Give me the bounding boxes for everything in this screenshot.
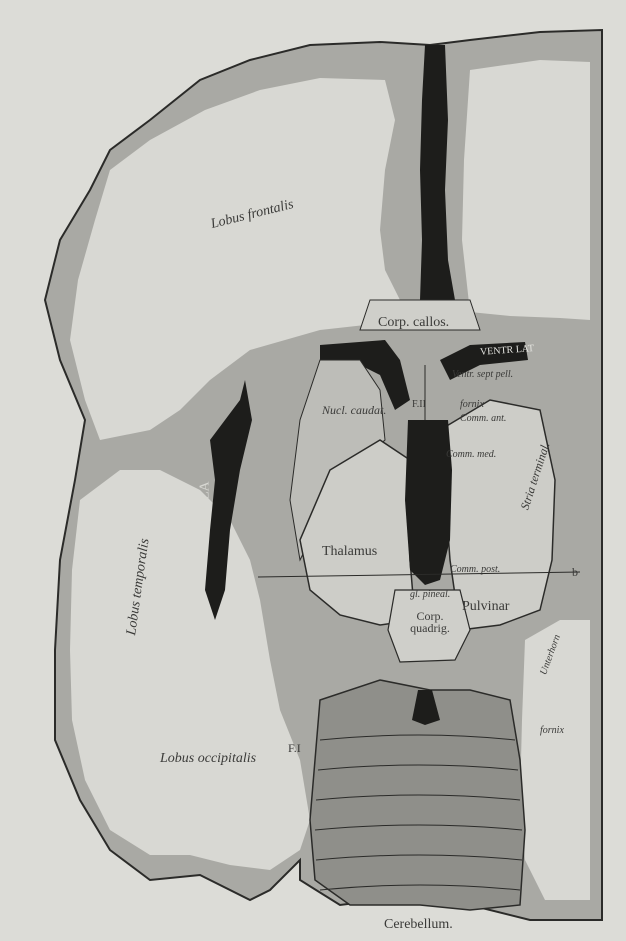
label-nucl-caudat: Nucl. caudat.	[322, 404, 386, 416]
label-fornix-upper: fornix	[460, 400, 484, 410]
label-comm-post: Comm. post.	[450, 565, 500, 575]
white-matter-right	[462, 60, 590, 320]
label-corp-quadrig: Corp. quadrig.	[400, 610, 460, 634]
label-gl-pineal: gl. pineal.	[410, 590, 450, 600]
label-ventr-sept-pell: Ventr. sept pell.	[452, 370, 513, 380]
label-thalamus: Thalamus	[322, 545, 377, 559]
label-fi: F.I	[288, 742, 301, 754]
label-fornix-lower: fornix	[540, 726, 564, 736]
label-lobus-occipitalis: Lobus occipitalis	[160, 752, 256, 766]
label-comm-ant: Comm. ant.	[460, 414, 506, 424]
label-fii: F.II	[412, 400, 426, 410]
label-b: b	[572, 566, 578, 578]
label-comm-med: Comm. med.	[446, 450, 496, 460]
label-corp-callos: Corp. callos.	[378, 316, 449, 330]
label-insula: INSULA	[199, 481, 213, 532]
label-cerebellum: Cerebellum.	[384, 918, 453, 932]
white-matter-lower-right	[520, 620, 590, 900]
label-pulvinar: Pulvinar	[462, 600, 509, 614]
